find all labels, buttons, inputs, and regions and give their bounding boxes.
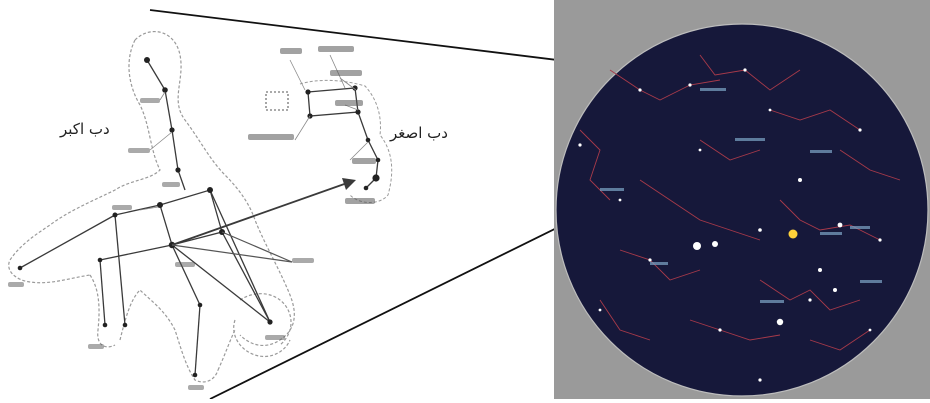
pointer-arrow [171, 178, 356, 263]
sky-constellation-lines [579, 54, 901, 351]
ursa-major-lines [19, 59, 271, 376]
ursa-major-stars [17, 57, 273, 378]
ursa-minor-dashed-outline [299, 79, 393, 203]
sky-map-disk [556, 24, 928, 396]
little-dipper-label: دب اصغر [390, 124, 448, 142]
sky-bright-planet [788, 229, 798, 239]
ursa-major-sketch [8, 31, 295, 383]
big-dipper-label: دب اکبر [60, 120, 110, 138]
sky-map [554, 0, 930, 399]
annotation-scribbles [8, 46, 376, 390]
sky-label-marks [600, 88, 882, 303]
ursa-minor-stars [305, 85, 381, 191]
sky-stars [578, 68, 882, 382]
